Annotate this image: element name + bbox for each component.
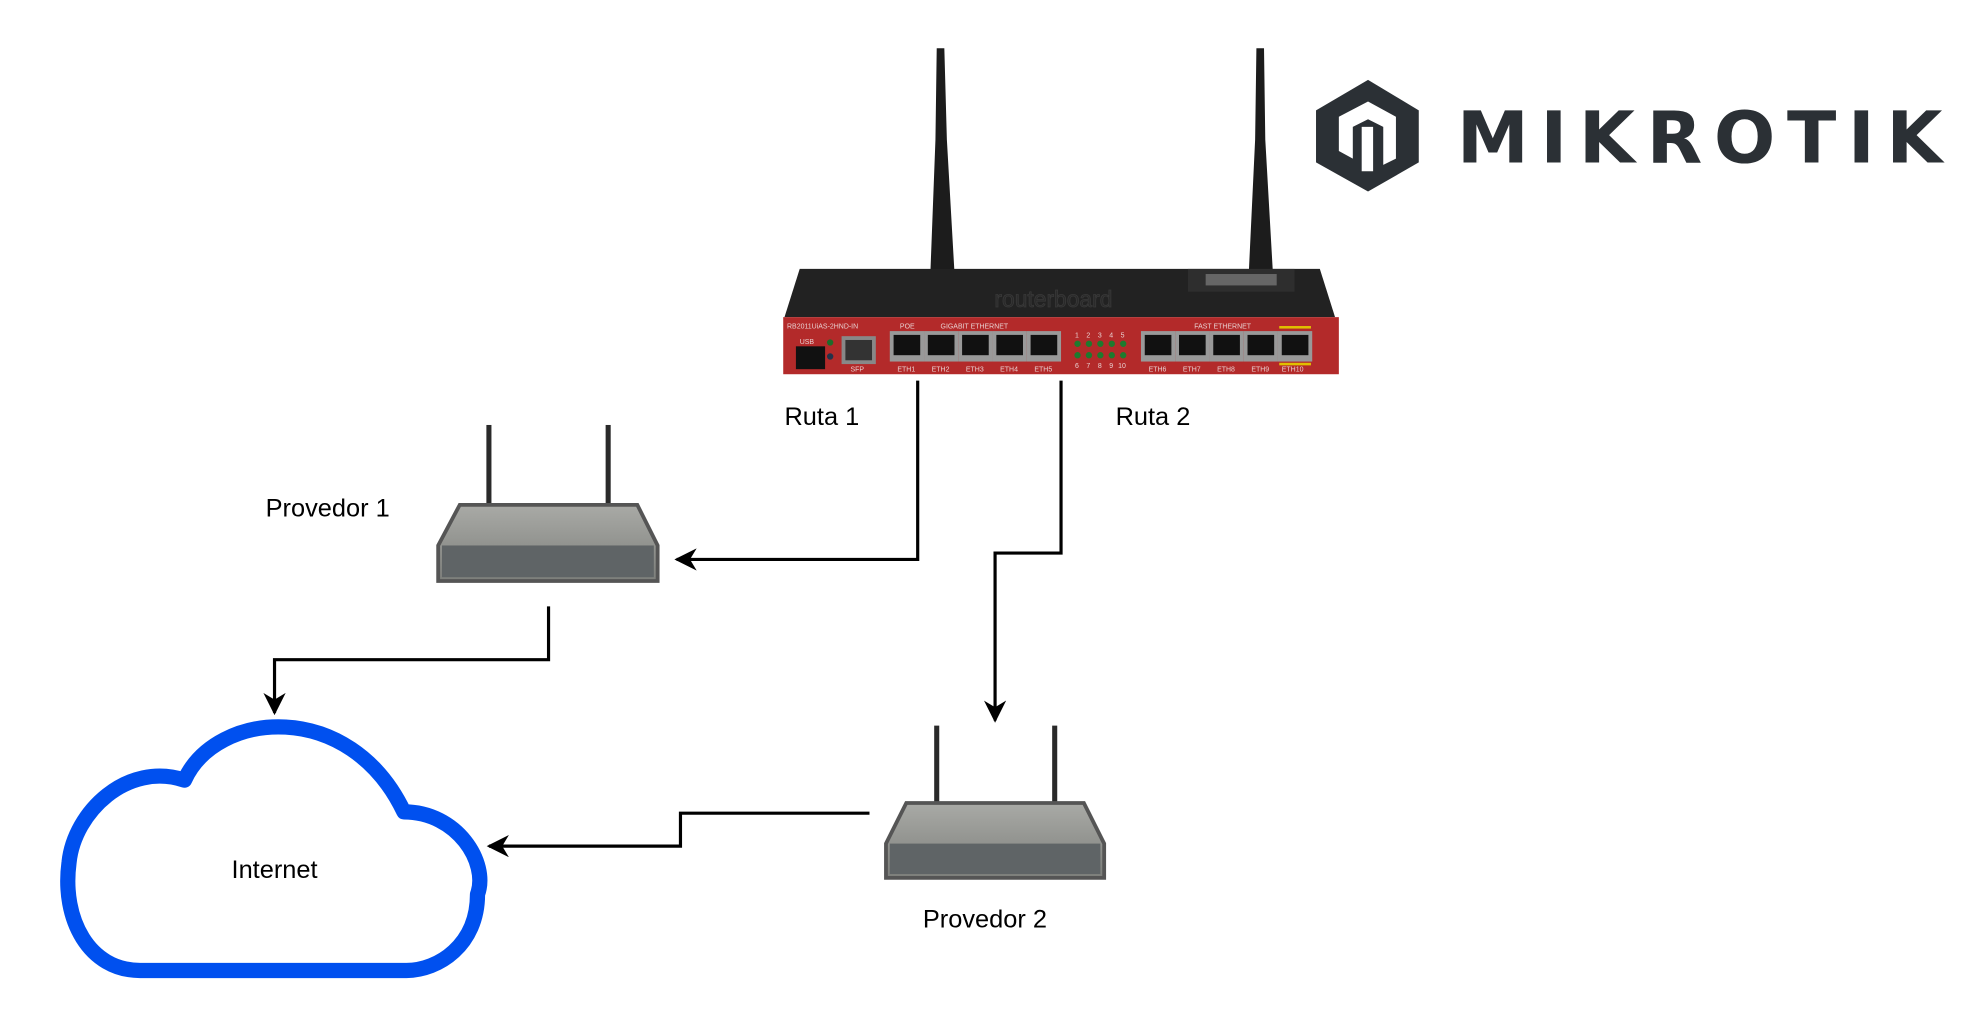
port-eth9: ETH9 — [1243, 331, 1278, 374]
provedor-1-router — [436, 424, 660, 583]
svg-text:ETH7: ETH7 — [1183, 367, 1201, 374]
port-eth4: ETH4 — [992, 331, 1027, 374]
svg-text:GIGABIT ETHERNET: GIGABIT ETHERNET — [941, 324, 1009, 331]
port-eth10: ETH10 — [1277, 326, 1313, 374]
svg-text:2: 2 — [1086, 332, 1090, 339]
antenna-left — [930, 48, 955, 273]
svg-text:6: 6 — [1075, 363, 1079, 370]
port-eth5: ETH5 — [1026, 331, 1062, 374]
svg-text:ETH9: ETH9 — [1251, 367, 1269, 374]
svg-text:ETH2: ETH2 — [932, 367, 950, 374]
edge-provedor1-to-internet — [263, 606, 551, 716]
svg-text:4: 4 — [1109, 332, 1113, 339]
svg-text:ETH10: ETH10 — [1282, 367, 1304, 374]
svg-text:ETH3: ETH3 — [966, 367, 984, 374]
svg-text:9: 9 — [1109, 363, 1113, 370]
port-eth7: ETH7 — [1175, 331, 1210, 374]
internet-cloud — [60, 719, 488, 979]
svg-text:POE: POE — [900, 324, 915, 331]
svg-text:SFP: SFP — [850, 367, 864, 374]
ethernet-ports: ETH1 ETH2 ETH3 ETH4 ETH5 ETH6 ETH7 ETH8 … — [889, 326, 1313, 374]
label-provedor-2: Provedor 2 — [923, 905, 1047, 933]
label-provedor-1: Provedor 1 — [266, 494, 390, 522]
port-eth1: ETH1 — [889, 331, 925, 374]
mikrotik-router: routerboard RB2011UiAS-2HND-IN USB SFP P… — [783, 48, 1339, 375]
provedor-2-router — [884, 725, 1107, 880]
svg-text:ETH4: ETH4 — [1000, 367, 1018, 374]
svg-text:5: 5 — [1121, 332, 1125, 339]
port-eth2: ETH2 — [924, 331, 959, 374]
svg-text:ETH1: ETH1 — [897, 367, 915, 374]
port-eth6: ETH6 — [1140, 331, 1176, 374]
svg-text:8: 8 — [1098, 363, 1102, 370]
svg-text:ETH5: ETH5 — [1034, 367, 1052, 374]
edge-ruta2-to-provedor2 — [983, 380, 1063, 723]
port-eth3: ETH3 — [958, 331, 993, 374]
svg-text:routerboard: routerboard — [994, 286, 1112, 312]
mikrotik-wordmark: MIKROTIK — [1457, 96, 1954, 179]
svg-text:RB2011UiAS-2HND-IN: RB2011UiAS-2HND-IN — [787, 324, 858, 331]
svg-text:ETH8: ETH8 — [1217, 367, 1235, 374]
label-ruta-1: Ruta 1 — [784, 403, 859, 431]
mikrotik-logo: MIKROTIK — [1316, 79, 1954, 192]
port-eth8: ETH8 — [1209, 331, 1244, 374]
edge-ruta1-to-provedor1 — [674, 380, 920, 571]
antenna-right — [1248, 48, 1273, 273]
label-ruta-2: Ruta 2 — [1116, 403, 1191, 431]
svg-text:1: 1 — [1075, 332, 1079, 339]
edge-provedor2-to-internet — [486, 811, 870, 858]
status-leds: 1 2 3 4 5 6 7 8 9 10 — [1074, 332, 1127, 370]
svg-text:FAST ETHERNET: FAST ETHERNET — [1194, 324, 1252, 331]
svg-text:ETH6: ETH6 — [1149, 367, 1167, 374]
label-internet: Internet — [232, 856, 318, 884]
svg-text:10: 10 — [1118, 363, 1126, 370]
usb-port — [795, 346, 826, 370]
svg-text:7: 7 — [1086, 363, 1090, 370]
svg-text:USB: USB — [800, 339, 815, 346]
svg-text:3: 3 — [1098, 332, 1102, 339]
